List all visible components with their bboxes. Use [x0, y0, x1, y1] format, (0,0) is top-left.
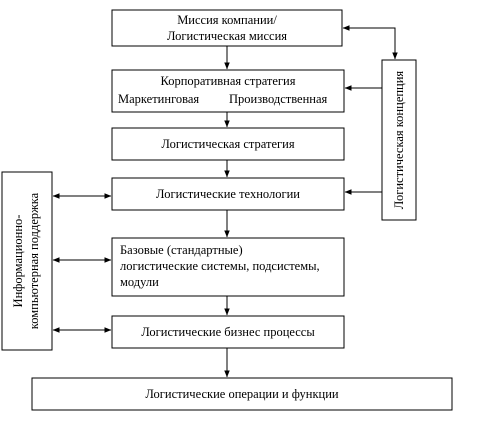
info-support-block: Информационно- компьютерная поддержка: [1, 171, 53, 351]
logistics-concept-block: Логистическая концепция: [381, 59, 417, 221]
mission-line2: Логистическая миссия: [167, 29, 287, 43]
mission-line1: Миссия компании/: [177, 13, 277, 27]
business-processes-block: Логистические бизнес процессы: [111, 315, 345, 349]
info-support-line1: Информационно-: [11, 215, 25, 308]
logistics-technologies-block: Логистические технологии: [111, 177, 345, 211]
business-processes-label: Логистические бизнес процессы: [141, 325, 315, 339]
logistics-technologies-label: Логистические технологии: [156, 187, 300, 201]
corporate-strategy-block: Корпоративная стратегия Маркетинговая Пр…: [111, 69, 345, 113]
logistics-strategy-label: Логистическая стратегия: [161, 137, 294, 151]
corporate-strategy-title: Корпоративная стратегия: [160, 74, 295, 88]
logistics-concept-label: Логистическая концепция: [392, 71, 406, 210]
base-systems-line1: Базовые (стандартные): [120, 243, 243, 257]
base-systems-block: Базовые (стандартные) логистические сист…: [111, 237, 345, 297]
info-support-line2: компьютерная поддержка: [27, 192, 41, 329]
corporate-strategy-production: Производственная: [229, 92, 328, 106]
mission-block: Миссия компании/ Логистическая миссия: [111, 9, 343, 47]
operations-block: Логистические операции и функции: [31, 377, 453, 411]
corporate-strategy-marketing: Маркетинговая: [118, 92, 199, 106]
base-systems-line2: логистические системы, подсистемы,: [120, 259, 320, 273]
base-systems-line3: модули: [120, 275, 159, 289]
arrow-mission-concept: [342, 25, 398, 60]
operations-label: Логистические операции и функции: [145, 387, 339, 401]
logistics-strategy-block: Логистическая стратегия: [111, 127, 345, 161]
